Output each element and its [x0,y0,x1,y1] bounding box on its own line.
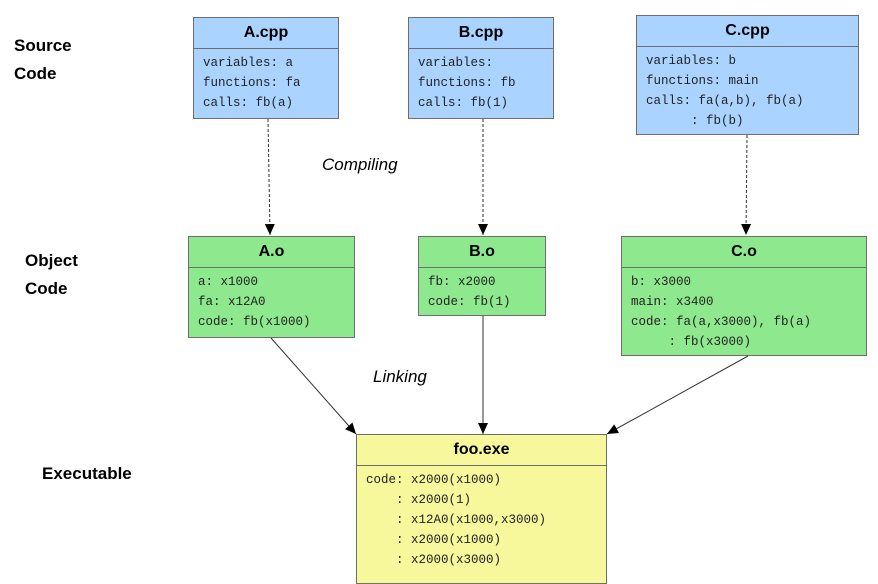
a-o-line: fa: x12A0 [198,295,266,309]
object-code-label: Object Code [25,247,78,303]
a-o-box: A.o a: x1000 fa: x12A0 code: fb(x1000) [188,236,355,338]
a-o-line: code: fb(x1000) [198,315,311,329]
object-label-line-1: Object [25,251,78,270]
c-o-line: : fb(x3000) [631,335,752,349]
source-label-line-2: Code [14,64,57,83]
foo-exe-title: foo.exe [357,435,606,466]
compile-arrow-c [741,134,752,236]
a-cpp-box: A.cpp variables: a functions: fa calls: … [193,17,339,119]
c-cpp-line: variables: b [646,54,737,68]
b-cpp-box: B.cpp variables: functions: fb calls: fb… [408,17,554,119]
executable-label: Executable [42,464,132,483]
a-cpp-title: A.cpp [194,18,338,49]
b-o-title: B.o [419,237,545,268]
linking-label: Linking [373,367,427,386]
c-cpp-line: calls: fa(a,b), fb(a) [646,94,804,108]
foo-exe-line: : x2000(1) [366,493,472,507]
foo-exe-box: foo.exe code: x2000(x1000) : x2000(1) : … [356,434,607,584]
foo-exe-line: : x2000(x1000) [366,533,502,547]
source-code-label: Source Code [14,32,72,88]
b-cpp-line: calls: fb(1) [418,96,509,110]
compile-arrow-a [264,118,275,236]
c-cpp-box: C.cpp variables: b functions: main calls… [636,15,859,135]
b-cpp-line: functions: fb [418,76,516,90]
a-o-title: A.o [189,237,354,268]
c-o-line: b: x3000 [631,275,692,289]
c-cpp-title: C.cpp [637,16,858,47]
link-arrow-c [606,355,749,435]
b-cpp-line: variables: [418,56,494,70]
b-o-line: fb: x2000 [428,275,496,289]
c-cpp-line: functions: main [646,74,759,88]
c-o-box: C.o b: x3000 main: x3400 code: fa(a,x300… [621,236,867,356]
b-o-box: B.o fb: x2000 code: fb(1) [418,236,546,316]
b-o-line: code: fb(1) [428,295,511,309]
b-cpp-title: B.cpp [409,18,553,49]
source-label-line-1: Source [14,36,72,55]
compiling-label: Compiling [322,155,398,174]
a-o-line: a: x1000 [198,275,259,289]
object-label-line-2: Code [25,279,68,298]
link-arrow-a [270,337,357,435]
foo-exe-line: : x12A0(x1000,x3000) [366,513,547,527]
foo-exe-line: code: x2000(x1000) [366,473,502,487]
a-cpp-line: calls: fb(a) [203,96,294,110]
foo-exe-line: : x2000(x3000) [366,553,502,567]
c-cpp-line: : fb(b) [646,114,744,128]
c-o-line: code: fa(a,x3000), fb(a) [631,315,812,329]
c-o-line: main: x3400 [631,295,714,309]
c-o-title: C.o [622,237,866,268]
a-cpp-line: functions: fa [203,76,301,90]
a-cpp-line: variables: a [203,56,294,70]
